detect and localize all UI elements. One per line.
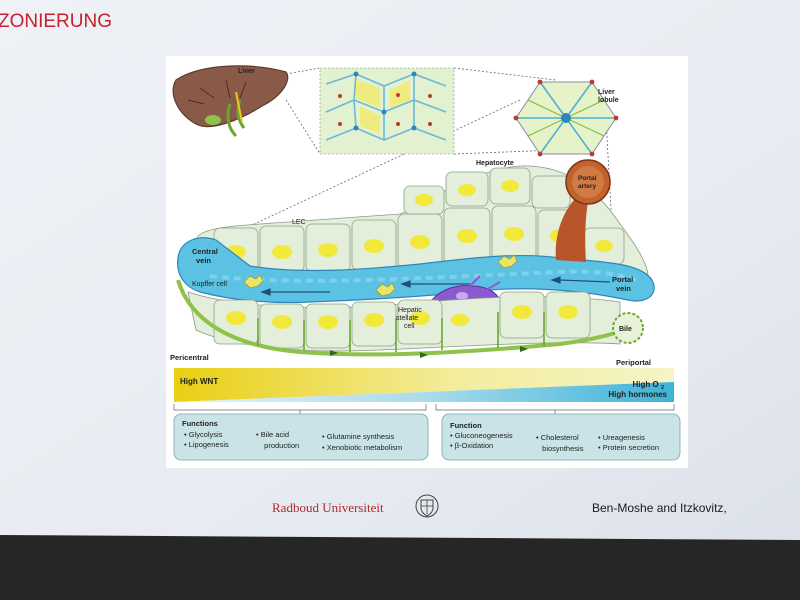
- label-high-o2: High O 2: [632, 380, 664, 391]
- bile-flow-arrows: [330, 346, 528, 358]
- function-brackets: [173, 404, 675, 414]
- label-periportal: Periportal: [616, 358, 651, 367]
- flow-arrows: [260, 218, 611, 296]
- label-stellate-line2: stellate: [396, 315, 418, 322]
- periportal-fn-gluconeogenesis: • Gluconeogenesis: [450, 431, 513, 440]
- zoom-connectors: [249, 67, 613, 227]
- tissue-honeycomb: [319, 67, 455, 155]
- periportal-fn-ureagenesis: • Ureagenesis: [598, 433, 645, 442]
- label-hepatic-stellate-cell: Hepatic stellate cell: [396, 307, 424, 330]
- label-portal-vein-line1: Portal: [612, 275, 633, 284]
- bile-duct: [612, 312, 644, 344]
- label-central-vein: Central vein: [192, 247, 220, 265]
- periportal-functions-heading: Function: [450, 421, 482, 430]
- label-kupffer-cell: Kupffer cell: [192, 281, 227, 288]
- label-pericentral: Pericentral: [170, 353, 209, 362]
- periportal-fn-cholesterol: • Cholesterol: [536, 433, 579, 442]
- label-bile: Bile: [619, 326, 632, 333]
- pericentral-functions-heading: Functions: [182, 419, 218, 428]
- liver-organ: [172, 65, 289, 138]
- label-portal-artery-line2: artery: [578, 183, 596, 190]
- hepatocyte-nuclei-bottom: [226, 305, 578, 329]
- citation: Ben-Moshe and Itzkovitz,: [592, 501, 727, 515]
- functions-pericentral-box: Functions • Glycolysis • Lipogenesis • B…: [173, 413, 429, 461]
- label-liver-lobule: Liver lobule: [598, 89, 619, 104]
- bile-canaliculus: [176, 279, 619, 357]
- bile-branches: [257, 312, 545, 352]
- portal-artery: [555, 159, 611, 262]
- periportal-fn-protein-secretion: • Protein secretion: [598, 443, 659, 452]
- label-high-o2-subscript: 2: [661, 385, 664, 391]
- label-liver: Liver: [238, 68, 255, 75]
- wnt-gradient: [174, 368, 674, 402]
- pericentral-fn-glycolysis: • Glycolysis: [184, 430, 223, 439]
- label-lec: LEC: [292, 219, 306, 226]
- periportal-fn-cholesterol-cont: biosynthesis: [538, 444, 584, 453]
- sinusoid-diagram: [176, 159, 655, 358]
- label-central-vein-line2: vein: [196, 256, 211, 265]
- label-high-wnt: High WNT: [180, 377, 218, 386]
- pericentral-fn-bile-acid: • Bile acid: [256, 430, 289, 439]
- pericentral-fn-xenobiotic: • Xenobiotic metabolism: [322, 443, 402, 452]
- label-high-o2-text: High O: [632, 380, 658, 389]
- label-portal-vein: Portal vein: [612, 275, 635, 293]
- label-stellate-line1: Hepatic: [398, 307, 422, 314]
- label-liver-lobule-line2: lobule: [598, 97, 619, 104]
- label-portal-vein-line2: vein: [616, 284, 631, 293]
- liver-lobule-hexagon: [513, 79, 619, 157]
- label-stellate-line3: cell: [404, 323, 415, 330]
- label-hepatocyte: Hepatocyte: [476, 160, 514, 167]
- pericentral-fn-lipogenesis: • Lipogenesis: [184, 440, 229, 449]
- university-seal-logo: [415, 494, 439, 518]
- pericentral-fn-bile-acid-cont: production: [260, 441, 299, 450]
- slide-title: ZONIERUNG: [0, 11, 112, 32]
- university-name: Radboud Universiteit: [272, 500, 384, 515]
- label-portal-artery: Portal artery: [578, 175, 598, 190]
- label-portal-artery-line1: Portal: [578, 175, 597, 182]
- periportal-fn-beta-oxidation: • β-Oxidation: [450, 441, 493, 450]
- oxygen-hormone-gradient: [174, 382, 674, 402]
- zonation-gradient: [174, 368, 674, 402]
- hepatocyte-nuclei-top: [226, 180, 613, 259]
- pericentral-fn-glutamine: • Glutamine synthesis: [322, 432, 394, 441]
- label-liver-lobule-line1: Liver: [598, 89, 615, 96]
- label-high-hormones: High hormones: [608, 390, 667, 399]
- kupffer-cells: [243, 254, 518, 297]
- label-central-vein-line1: Central: [192, 247, 218, 256]
- sinusoid-vessel: [177, 237, 655, 304]
- functions-periportal-box: Function • Gluconeogenesis • β-Oxidation…: [441, 413, 681, 461]
